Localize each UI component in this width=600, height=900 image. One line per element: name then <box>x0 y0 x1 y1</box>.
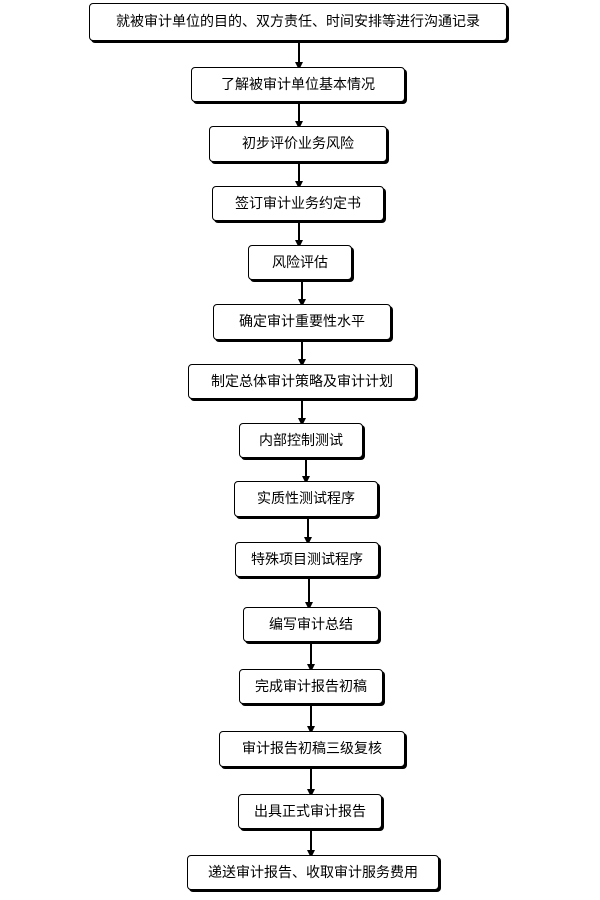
step-audit-summary: 编写审计总结 <box>243 607 379 642</box>
step-special-items-test: 特殊项目测试程序 <box>235 542 379 577</box>
step-substantive-test: 实质性测试程序 <box>234 481 378 517</box>
step-communication-record: 就被审计单位的目的、双方责任、时间安排等进行沟通记录 <box>89 3 507 41</box>
step-audit-strategy-plan: 制定总体审计策略及审计计划 <box>188 364 416 399</box>
step-materiality: 确定审计重要性水平 <box>213 304 391 340</box>
step-issue-final-report: 出具正式审计报告 <box>238 794 382 829</box>
step-internal-control-test: 内部控制测试 <box>239 423 363 458</box>
step-report-draft: 完成审计报告初稿 <box>239 669 383 704</box>
step-risk-assessment: 风险评估 <box>248 245 352 280</box>
step-three-level-review: 审计报告初稿三级复核 <box>219 731 405 767</box>
step-deliver-report-collect-fee: 递送审计报告、收取审计服务费用 <box>187 855 439 890</box>
step-understand-entity: 了解被审计单位基本情况 <box>191 67 405 102</box>
step-engagement-letter: 签订审计业务约定书 <box>212 186 384 221</box>
step-preliminary-risk: 初步评价业务风险 <box>209 126 387 162</box>
